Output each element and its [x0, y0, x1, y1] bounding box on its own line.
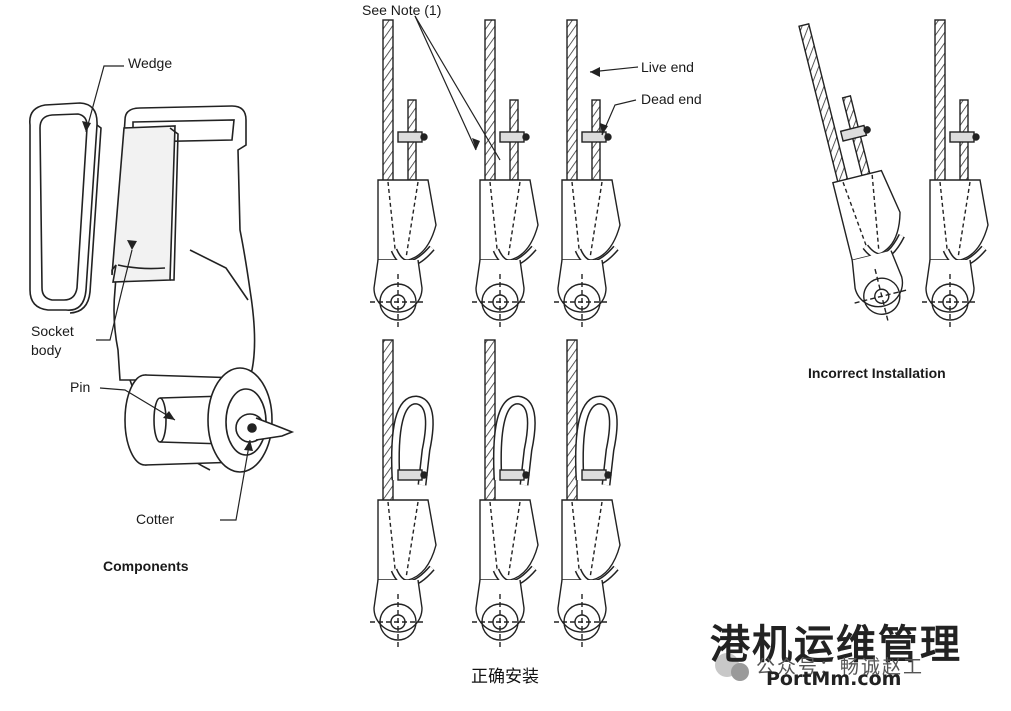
incorrect-assembly — [922, 19, 989, 330]
correct-loop-assembly — [472, 339, 539, 650]
components-caption: Components — [103, 558, 189, 574]
correct-top-assembly — [554, 19, 621, 330]
watermark-logo — [715, 653, 749, 681]
pin-part — [124, 367, 295, 473]
correct-installation-caption: 正确安装 — [471, 667, 539, 687]
incorrect-installation-drawings — [798, 19, 989, 330]
socket-body-part — [111, 105, 256, 471]
incorrect-assembly — [798, 22, 910, 324]
correct-loop-assembly — [370, 339, 437, 650]
label-live-end: Live end — [641, 59, 694, 75]
label-cotter: Cotter — [136, 511, 175, 527]
incorrect-installation-caption: Incorrect Installation — [808, 365, 946, 381]
label-see-note: See Note (1) — [362, 2, 442, 18]
wedge-part — [28, 102, 102, 314]
correct-installation-drawings — [370, 19, 621, 650]
correct-top-assembly — [370, 19, 437, 330]
watermark-subtitle: 公众号：畅诚赵工 — [756, 656, 925, 678]
watermark-title: 港机运维管理 — [710, 622, 962, 668]
label-wedge: Wedge — [128, 55, 173, 71]
correct-loop-assembly — [554, 339, 621, 650]
label-socket-body: Socket body — [31, 323, 74, 358]
label-pin: Pin — [70, 379, 91, 395]
watermark-url: PortMm.com — [766, 668, 902, 690]
label-dead-end: Dead end — [641, 91, 702, 107]
middle-leaders — [414, 15, 639, 161]
correct-top-assembly — [472, 19, 539, 330]
components-drawing — [28, 65, 295, 521]
